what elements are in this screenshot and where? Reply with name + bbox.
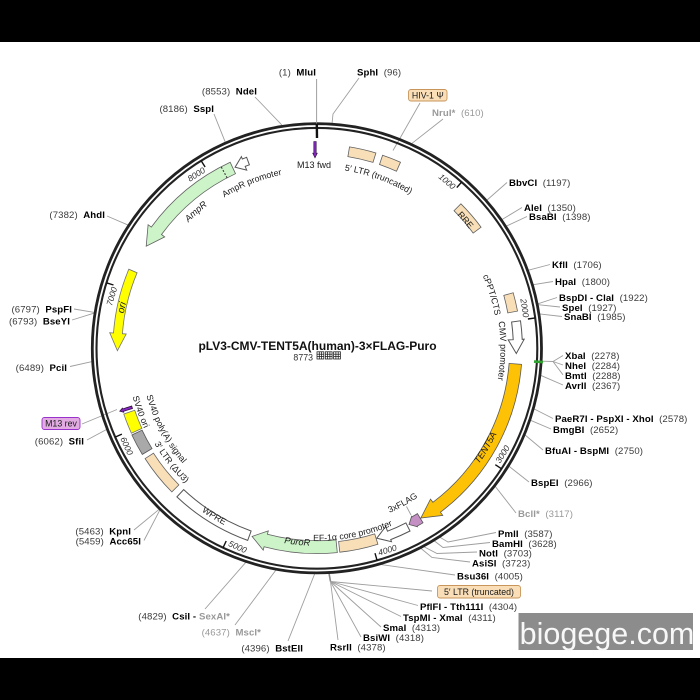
svg-text:NotI (3703): NotI (3703) — [479, 549, 532, 560]
svg-text:PmlI (3587): PmlI (3587) — [498, 529, 553, 540]
svg-text:SmaI (4313): SmaI (4313) — [383, 623, 440, 634]
svg-text:AvrII (2367): AvrII (2367) — [565, 381, 620, 392]
svg-text:(6062) SfiI: (6062) SfiI — [35, 437, 84, 448]
svg-text:M13 rev: M13 rev — [45, 419, 77, 429]
svg-text:BmgBI (2652): BmgBI (2652) — [553, 425, 618, 436]
svg-text:5′ LTR (truncated): 5′ LTR (truncated) — [444, 587, 514, 597]
svg-text:HIV-1 Ψ: HIV-1 Ψ — [412, 90, 444, 100]
svg-text:BfuAI - BspMI (2750): BfuAI - BspMI (2750) — [545, 446, 643, 457]
svg-text:NheI (2284): NheI (2284) — [565, 361, 620, 372]
svg-text:CMV promoter: CMV promoter — [496, 321, 509, 382]
svg-text:ori: ori — [116, 300, 129, 314]
svg-text:XbaI (2278): XbaI (2278) — [565, 351, 620, 362]
svg-text:(6489) PciI: (6489) PciI — [16, 363, 68, 374]
svg-text:KflI (1706): KflI (1706) — [552, 260, 602, 271]
svg-text:BsaBI (1398): BsaBI (1398) — [529, 212, 591, 223]
svg-text:AsiSI (3723): AsiSI (3723) — [472, 559, 530, 570]
svg-text:(5459) Acc65I: (5459) Acc65I — [76, 537, 142, 548]
svg-text:8773: 8773 — [293, 353, 313, 363]
svg-text:(7382) AhdI: (7382) AhdI — [49, 210, 105, 221]
svg-text:PaeR7I - PspXI - XhoI (2578): PaeR7I - PspXI - XhoI (2578) — [555, 414, 687, 425]
svg-text:SphI (96): SphI (96) — [357, 68, 401, 79]
svg-text:BspDI - ClaI (1922): BspDI - ClaI (1922) — [559, 293, 648, 304]
svg-text:RsrII (4378): RsrII (4378) — [330, 643, 386, 654]
svg-text:AleI (1350): AleI (1350) — [524, 203, 576, 214]
svg-text:2000: 2000 — [518, 297, 531, 318]
svg-text:PflFI - Tth111I (4304): PflFI - Tth111I (4304) — [420, 602, 517, 613]
svg-text:BmtI (2288): BmtI (2288) — [565, 371, 621, 382]
svg-text:(4829) CsiI - SexAI*: (4829) CsiI - SexAI* — [138, 612, 230, 623]
svg-text:(8186) SspI: (8186) SspI — [159, 104, 214, 115]
svg-text:SnaBI (1985): SnaBI (1985) — [564, 312, 626, 323]
svg-text:biogege.com: biogege.com — [520, 617, 695, 651]
svg-text:(6793) BseYI: (6793) BseYI — [9, 317, 70, 328]
svg-text:pLV3-CMV-TENT5A(human)-3×FLAG-: pLV3-CMV-TENT5A(human)-3×FLAG-Puro — [198, 339, 436, 353]
svg-text:BsiWI (4318): BsiWI (4318) — [363, 633, 424, 644]
svg-text:PuroR: PuroR — [284, 535, 311, 548]
svg-text:BclI* (3117): BclI* (3117) — [518, 509, 573, 520]
svg-text:BspEI (2966): BspEI (2966) — [531, 478, 593, 489]
svg-text:TspMI - XmaI (4311): TspMI - XmaI (4311) — [403, 613, 496, 624]
svg-text:(8553) NdeI: (8553) NdeI — [202, 87, 257, 98]
svg-text:Bsu36I (4005): Bsu36I (4005) — [457, 572, 523, 583]
svg-text:M13 fwd: M13 fwd — [297, 160, 331, 170]
svg-text:BamHI (3628): BamHI (3628) — [492, 539, 557, 550]
svg-text:(6797) PspFI: (6797) PspFI — [12, 305, 73, 316]
svg-text:(4637) MscI*: (4637) MscI* — [202, 628, 262, 639]
svg-text:NruI* (610): NruI* (610) — [432, 108, 484, 119]
svg-text:(5463) KpnI: (5463) KpnI — [75, 527, 131, 538]
svg-text:HpaI (1800): HpaI (1800) — [555, 277, 610, 288]
svg-text:(1) MluI: (1) MluI — [279, 68, 316, 79]
svg-text:BbvCI (1197): BbvCI (1197) — [509, 178, 570, 189]
svg-text:SpeI (1927): SpeI (1927) — [562, 303, 617, 314]
svg-text:(4396) BstEII: (4396) BstEII — [241, 644, 303, 655]
